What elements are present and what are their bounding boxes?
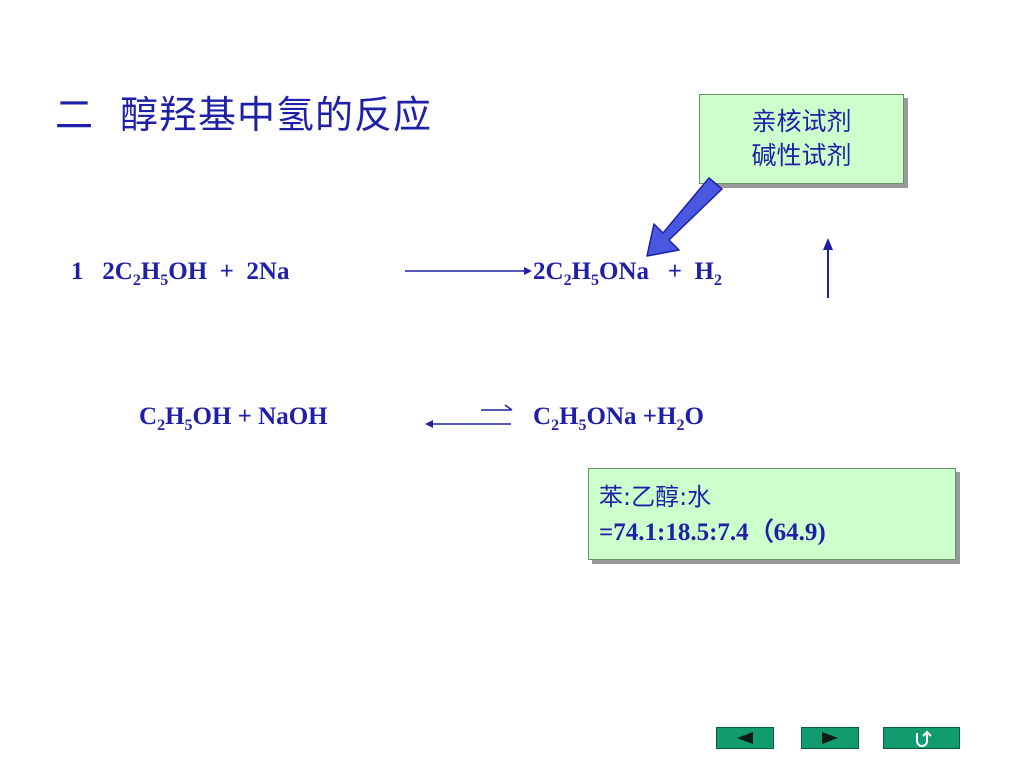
water-o: O bbox=[684, 403, 704, 430]
reagent-note-line2: 碱性试剂 bbox=[751, 141, 852, 170]
ratio-note-line2: =74.1:18.5:7.4（64.9) bbox=[599, 519, 826, 546]
sub-2: 2 bbox=[676, 417, 685, 434]
sub-5: 5 bbox=[578, 417, 587, 434]
ethanol-oh-na: OH + 2Na bbox=[168, 258, 290, 285]
reaction-number: 1 bbox=[71, 258, 84, 285]
next-slide-button[interactable] bbox=[801, 727, 859, 749]
reaction2-rhs: C2H5ONa +H2O bbox=[533, 403, 704, 434]
ethoxide-c: C bbox=[533, 403, 552, 430]
ethoxide-water: ONa +H bbox=[586, 403, 677, 430]
ratio-note: 苯:乙醇:水 =74.1:18.5:7.4（64.9) bbox=[588, 468, 956, 560]
callout-arrow bbox=[646, 177, 723, 257]
sub-2: 2 bbox=[551, 417, 560, 434]
sub-2: 2 bbox=[132, 272, 141, 289]
ethoxide-c: 2C bbox=[533, 258, 564, 285]
ethanol-naoh: OH + NaOH bbox=[192, 403, 328, 430]
triangle-right-icon bbox=[822, 732, 838, 744]
ethoxide-h: H bbox=[571, 258, 592, 285]
reagent-note-line1: 亲核试剂 bbox=[751, 107, 852, 136]
sub-2: 2 bbox=[157, 417, 166, 434]
reaction1-arrowhead bbox=[524, 267, 532, 275]
return-button[interactable] bbox=[883, 727, 960, 749]
slide-title: 二醇羟基中氢的反应 bbox=[55, 84, 432, 139]
reaction1-lhs: 1 2C2H5OH + 2Na bbox=[71, 258, 290, 289]
prev-slide-button[interactable] bbox=[716, 727, 774, 749]
ethanol-h: H bbox=[165, 403, 185, 430]
reaction2-lhs: C2H5OH + NaOH bbox=[139, 403, 328, 434]
gas-up-arrowhead bbox=[823, 238, 833, 250]
reaction1-rhs: 2C2H5ONa + H2 bbox=[533, 258, 722, 289]
ratio-note-line1: 苯:乙醇:水 bbox=[599, 483, 712, 511]
return-arrow-icon bbox=[915, 730, 932, 747]
equilibrium-backward-head bbox=[425, 420, 433, 428]
sub-2: 2 bbox=[713, 272, 722, 289]
ethanol-h: H bbox=[140, 258, 161, 285]
sub-5: 5 bbox=[591, 272, 600, 289]
triangle-left-icon bbox=[737, 732, 753, 744]
ethanol-c: 2C bbox=[102, 258, 133, 285]
ethoxide-tail: ONa + H bbox=[599, 258, 714, 285]
equilibrium-forward-head bbox=[504, 404, 513, 411]
sub-5: 5 bbox=[184, 417, 193, 434]
ethanol-c: C bbox=[139, 403, 158, 430]
sub-2: 2 bbox=[563, 272, 572, 289]
reagent-note: 亲核试剂 碱性试剂 bbox=[699, 94, 904, 184]
ethoxide-h: H bbox=[559, 403, 579, 430]
sub-5: 5 bbox=[160, 272, 169, 289]
section-title: 醇羟基中氢的反应 bbox=[120, 93, 433, 137]
section-number: 二 bbox=[55, 93, 95, 137]
